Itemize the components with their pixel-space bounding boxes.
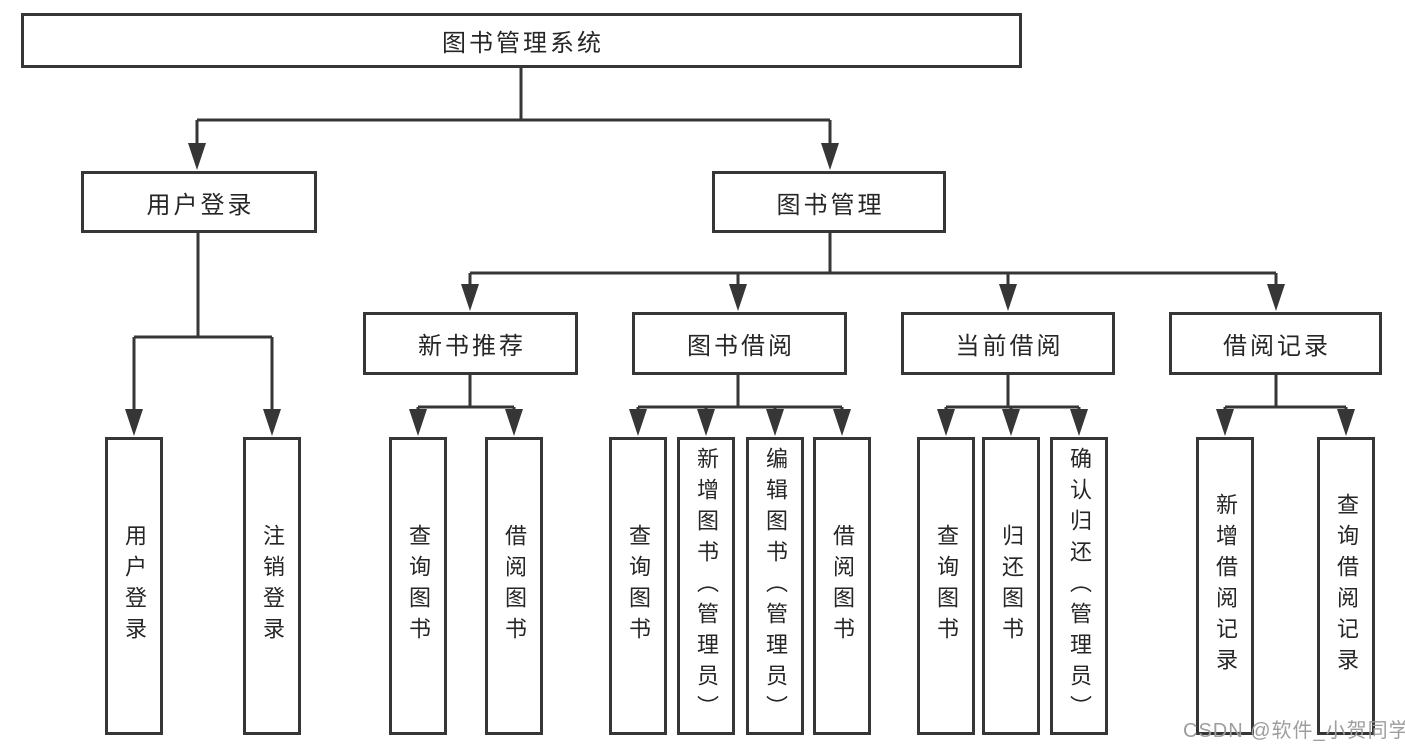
- node-borrow-books-recommend: 借阅图书: [485, 437, 543, 735]
- node-user-login: 用户登录: [81, 171, 317, 233]
- node-logout-leaf: 注销登录: [243, 437, 301, 735]
- node-query-books-current: 查询图书: [917, 437, 975, 735]
- node-book-borrow: 图书借阅: [632, 312, 847, 375]
- connector-strokes: [132, 66, 1348, 413]
- arrowheads: [125, 143, 1355, 436]
- csdn-watermark: CSDN @软件_小贺同学: [1183, 720, 1405, 742]
- node-book-management: 图书管理: [712, 171, 946, 233]
- node-add-borrow-record: 新增借阅记录: [1196, 437, 1254, 735]
- node-current-borrow: 当前借阅: [901, 312, 1115, 375]
- node-borrow-books-leaf: 借阅图书: [813, 437, 871, 735]
- node-query-borrow-record: 查询借阅记录: [1317, 437, 1375, 735]
- node-library-system: 图书管理系统: [21, 13, 1022, 68]
- node-return-books: 归还图书: [982, 437, 1040, 735]
- node-borrow-records: 借阅记录: [1169, 312, 1382, 375]
- node-query-books-borrow: 查询图书: [609, 437, 667, 735]
- node-edit-books-admin: 编辑图书（管理员）: [746, 437, 804, 735]
- node-query-books-recommend: 查询图书: [389, 437, 447, 735]
- node-add-books-admin: 新增图书（管理员）: [677, 437, 735, 735]
- node-confirm-return-admin: 确认归还（管理员）: [1050, 437, 1108, 735]
- node-new-book-recommend: 新书推荐: [363, 312, 578, 375]
- node-user-login-leaf: 用户登录: [105, 437, 163, 735]
